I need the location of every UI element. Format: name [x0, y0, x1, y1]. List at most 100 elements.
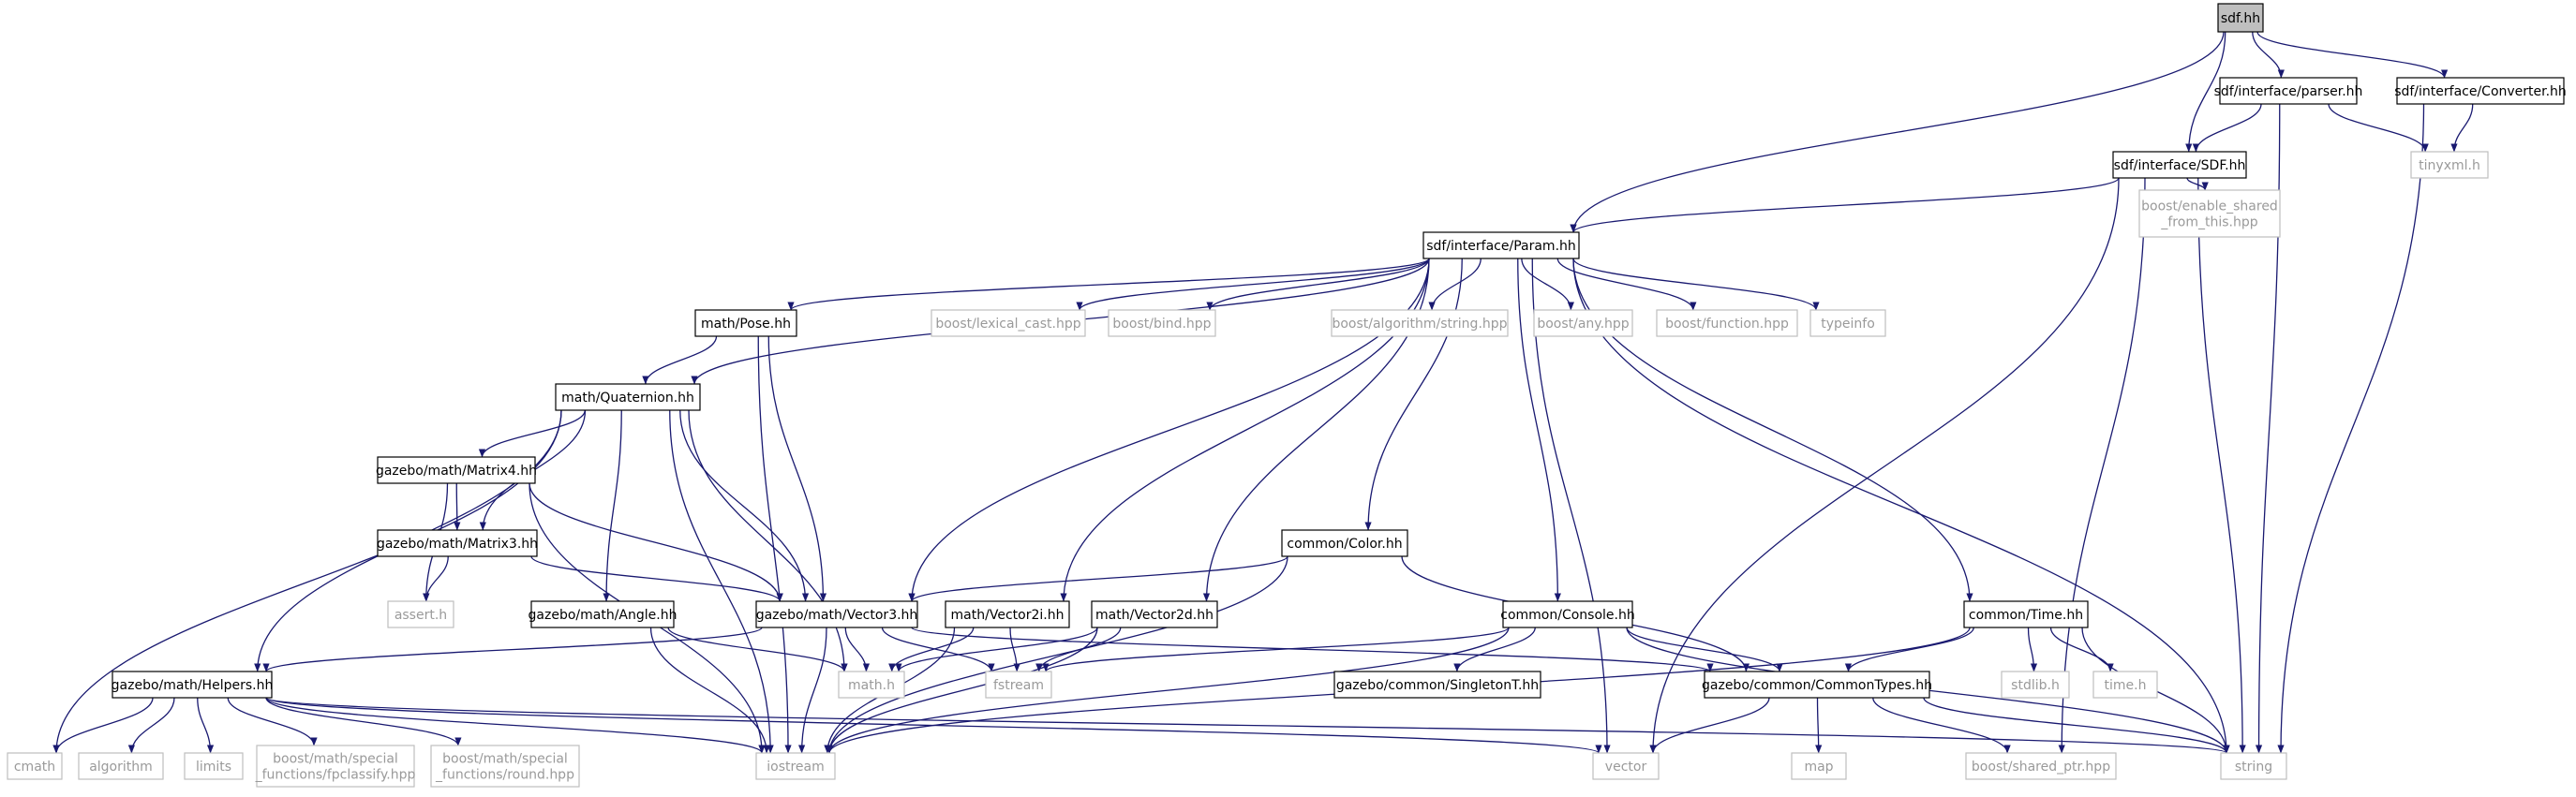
edge-param-to-typeinfo — [1572, 258, 1820, 311]
node-label: gazebo/math/Angle.hh — [529, 608, 678, 623]
node-box — [1333, 671, 1541, 699]
edge-helpers-to-cmath — [52, 697, 154, 754]
node-box — [2217, 3, 2264, 33]
node-box — [755, 600, 918, 628]
edge-helpers-to-algorithm — [127, 697, 175, 754]
edge-sdf-hh-to-param — [1570, 31, 2225, 233]
edge-sdfi-to-shared-ptr — [2058, 177, 2146, 754]
edge-matrix3-to-assert — [423, 555, 449, 602]
node-converter: sdf/interface/Converter.hh — [2394, 77, 2567, 105]
node-box — [1091, 600, 1218, 628]
node-box — [945, 600, 1070, 628]
edge-vector2d-to-mathh — [895, 627, 1098, 672]
node-box — [2092, 671, 2158, 699]
node-box — [2001, 671, 2070, 699]
node-box — [377, 529, 538, 557]
edge-helpers-to-iostream — [265, 697, 766, 754]
node-string: string — [2220, 752, 2287, 780]
node-label: _from_this.hpp — [2160, 215, 2257, 230]
node-label: common/Time.hh — [1969, 608, 2083, 623]
node-label: gazebo/math/Matrix3.hh — [377, 537, 538, 552]
node-box — [1963, 600, 2089, 628]
edge-helpers-to-vector — [265, 697, 1602, 754]
node-label: _functions/round.hpp — [435, 768, 574, 783]
node-box — [1809, 309, 1886, 337]
edge-param-to-lexical — [1076, 258, 1430, 311]
edge-commontypes-to-vector — [1649, 697, 1770, 754]
node-label: boost/any.hpp — [1537, 317, 1629, 332]
edge-param-to-bind — [1206, 258, 1430, 311]
node-algstring: boost/algorithm/string.hpp — [1331, 309, 1509, 337]
edge-matrix4-to-vector3 — [529, 482, 783, 602]
node-sdf-hh: sdf.hh — [2217, 3, 2264, 33]
edge-sdfi-to-vector — [1649, 177, 2120, 754]
node-box — [1791, 752, 1847, 780]
edge-param-to-console — [1517, 258, 1561, 602]
node-typeinfo: typeinfo — [1809, 309, 1886, 337]
node-label: boost/enable_shared — [2141, 199, 2278, 214]
node-cmath: cmath — [7, 752, 63, 780]
node-box — [430, 745, 580, 788]
node-label: gazebo/math/Vector3.hh — [756, 608, 918, 623]
node-round: boost/math/special_functions/round.hpp — [430, 745, 580, 788]
node-label: math/Quaternion.hh — [561, 391, 694, 406]
edge-parser-to-sdfi — [2192, 103, 2262, 153]
node-label: tinyxml.h — [2419, 158, 2480, 173]
node-vector3: gazebo/math/Vector3.hh — [755, 600, 918, 628]
edge-color-to-vector3 — [908, 555, 1288, 602]
edge-vector3-to-mathh — [844, 627, 871, 672]
node-box — [256, 745, 415, 788]
node-label: boost/bind.hpp — [1112, 317, 1211, 332]
node-vector: vector — [1592, 752, 1660, 780]
edge-helpers-to-limits — [197, 697, 215, 754]
edge-console-to-commontypes — [1626, 627, 1783, 672]
edge-pose-to-iostream — [757, 335, 792, 754]
edge-vector3-to-commontypes — [911, 627, 1714, 672]
node-vector2i: math/Vector2i.hh — [945, 600, 1070, 628]
node-enable-shared: boost/enable_shared_from_this.hpp — [2138, 189, 2281, 238]
edges-layer — [52, 31, 2474, 754]
edge-converter-to-string — [2277, 103, 2425, 754]
node-label: gazebo/common/SingletonT.hh — [1336, 678, 1539, 693]
edge-param-to-algstring — [1428, 258, 1482, 311]
node-parser: sdf/interface/parser.hh — [2214, 77, 2362, 105]
node-label: assert.h — [395, 608, 447, 623]
node-box — [2138, 189, 2281, 238]
node-shared-ptr: boost/shared_ptr.hpp — [1965, 752, 2117, 780]
node-label: stdlib.h — [2011, 678, 2060, 693]
node-pose: math/Pose.hh — [694, 309, 797, 337]
node-label: sdf/interface/Param.hh — [1426, 239, 1576, 254]
node-box — [2219, 77, 2358, 105]
node-map: map — [1791, 752, 1847, 780]
node-box — [555, 383, 701, 411]
node-label: fstream — [993, 678, 1044, 693]
edge-quat-to-iostream — [669, 409, 774, 754]
edge-parser-to-tinyxml — [2328, 103, 2429, 153]
node-box — [1422, 231, 1580, 259]
node-label: sdf.hh — [2221, 11, 2260, 26]
node-label: common/Color.hh — [1287, 537, 1402, 552]
edge-commontypes-to-string — [1923, 697, 2230, 754]
edge-vector2d-to-fstream — [1035, 627, 1122, 672]
node-label: cmath — [14, 760, 55, 775]
nodes-layer: sdf.hh sdf/interface/parser.hh sdf/interfa… — [7, 3, 2567, 788]
edge-vector3-to-fstream — [881, 627, 995, 672]
edge-matrix4-to-matrix3 — [454, 482, 461, 531]
node-label: boost/math/special — [442, 752, 568, 767]
node-commontypes: gazebo/common/CommonTypes.hh — [1702, 671, 1932, 699]
node-tinyxml: tinyxml.h — [2410, 151, 2489, 179]
edge-quat-to-vector3 — [679, 409, 810, 602]
node-any: boost/any.hpp — [1533, 309, 1633, 337]
node-label: common/Console.hh — [1500, 608, 1634, 623]
node-label: gazebo/math/Helpers.hh — [112, 678, 274, 693]
edge-quat-to-angle — [603, 409, 622, 602]
node-box — [694, 309, 797, 337]
node-box — [530, 600, 675, 628]
node-box — [1592, 752, 1660, 780]
edge-pose-to-quat — [642, 335, 718, 385]
node-console: common/Console.hh — [1500, 600, 1635, 628]
edge-vector2i-to-mathh — [888, 627, 975, 672]
node-box — [755, 752, 836, 780]
node-box — [2220, 752, 2287, 780]
node-box — [2396, 77, 2565, 105]
